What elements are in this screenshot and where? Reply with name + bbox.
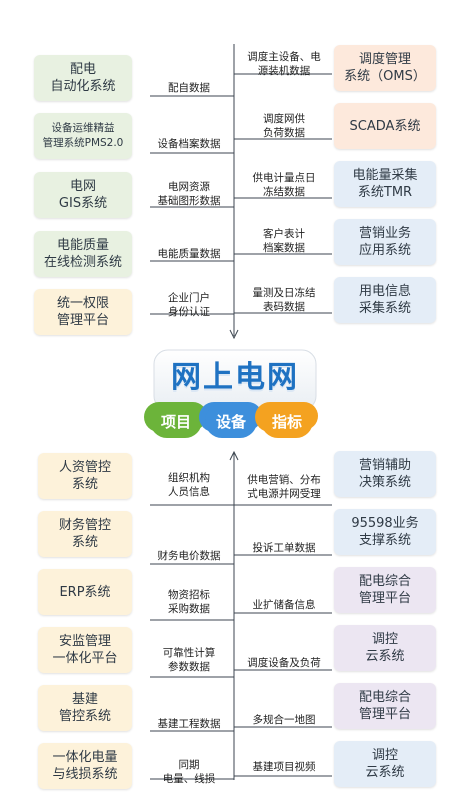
flow-label: 组织机构 人员信息 [168, 472, 210, 498]
flow-label: 量测及日冻结 表码数据 [252, 287, 316, 313]
system-box-scada[interactable]: SCADA系统 [334, 103, 436, 149]
system-box-line-loss[interactable]: 一体化电量 与线损系统 [38, 743, 132, 789]
system-box-safety[interactable]: 安监管理 一体化平台 [38, 627, 132, 673]
tag-label: 设备 [215, 412, 246, 431]
flow-label: 调度主设备、电 源装机数据 [247, 51, 321, 77]
flow-label: 配自数据 [168, 82, 210, 94]
tag-cloud-project: 项目 [150, 404, 202, 438]
system-box-tmr[interactable]: 电能量采集 系统TMR [334, 161, 436, 207]
tag-label: 指标 [271, 412, 302, 431]
flow-label: 投诉工单数据 [252, 542, 316, 554]
system-box-distribution-mgmt[interactable]: 配电综合 管理平台 [334, 567, 436, 613]
system-label: 95598业务 支撑系统 [351, 516, 419, 548]
system-label: 配电 自动化系统 [50, 62, 116, 94]
system-box-distribution-mgmt-2[interactable]: 配电综合 管理平台 [334, 683, 436, 729]
system-box-unified-auth[interactable]: 统一权限 管理平台 [34, 289, 132, 335]
system-box-marketing-decision[interactable]: 营销辅助 决策系统 [334, 451, 436, 497]
tag-label: 项目 [160, 412, 191, 431]
flow-label: 财务电价数据 [157, 550, 221, 562]
flow-label: 供电营销、分布 式电源并网受理 [247, 474, 321, 500]
flow-label: 基建项目视频 [252, 761, 316, 773]
system-box-usage-info[interactable]: 用电信息 采集系统 [334, 277, 436, 323]
flow-label: 客户表计 档案数据 [263, 228, 305, 254]
system-box-gis[interactable]: 电网 GIS系统 [34, 172, 132, 218]
flow-label: 多规合一地图 [252, 714, 316, 726]
system-label: 电能量采集 系统TMR [352, 168, 418, 200]
flow-label: 基建工程数据 [157, 718, 221, 730]
flow-label: 电网资源 基础图形数据 [157, 181, 221, 207]
system-label: 人资管控 系统 [58, 460, 111, 492]
system-label: 基建 管控系统 [58, 692, 111, 724]
system-box-95598[interactable]: 95598业务 支撑系统 [334, 509, 436, 555]
system-label: 电网 GIS系统 [58, 179, 108, 211]
system-label: 配电综合 管理平台 [358, 690, 411, 722]
system-label: 营销业务 应用系统 [358, 226, 411, 258]
flow-label: 调度设备及负荷 [247, 657, 321, 669]
system-box-dispatch-cloud[interactable]: 调控 云系统 [334, 625, 436, 671]
system-label: 电能质量 在线检测系统 [43, 238, 122, 270]
flow-label: 可靠性计算 参数数据 [162, 647, 216, 673]
flow-label: 调度网供 负荷数据 [263, 113, 305, 139]
flow-label: 企业门户 身份认证 [168, 292, 210, 318]
system-box-hr[interactable]: 人资管控 系统 [38, 453, 132, 499]
flow-label: 供电计量点日 冻结数据 [252, 172, 316, 198]
system-label: 调控 云系统 [365, 632, 405, 664]
system-box-power-quality[interactable]: 电能质量 在线检测系统 [34, 231, 132, 277]
system-label: ERP系统 [59, 584, 111, 600]
system-box-erp[interactable]: ERP系统 [38, 569, 132, 615]
system-box-dms[interactable]: 配电 自动化系统 [34, 55, 132, 101]
system-label: 用电信息 采集系统 [358, 284, 411, 316]
tag-cloud-indicator: 指标 [261, 404, 313, 438]
system-box-oms[interactable]: 调度管理 系统（OMS） [334, 45, 436, 91]
system-box-dispatch-cloud-2[interactable]: 调控 云系统 [334, 741, 436, 787]
system-label: 安监管理 一体化平台 [52, 634, 118, 666]
system-label: 调度管理 系统（OMS） [344, 52, 426, 84]
system-box-marketing[interactable]: 营销业务 应用系统 [334, 219, 436, 265]
flow-label: 同期 电量、线损 [162, 759, 216, 785]
flow-label: 业扩储备信息 [252, 599, 316, 611]
system-label: 调控 云系统 [365, 748, 405, 780]
tag-cloud-equipment: 设备 [205, 404, 257, 438]
flow-label: 物资招标 采购数据 [168, 589, 210, 615]
system-label: 配电综合 管理平台 [358, 574, 411, 606]
system-label: 营销辅助 决策系统 [358, 458, 411, 490]
system-label: 财务管控 系统 [58, 518, 111, 550]
system-label: 统一权限 管理平台 [56, 296, 109, 328]
center-title: 网上电网 [171, 360, 299, 395]
system-label: SCADA系统 [349, 118, 421, 134]
system-box-infrastructure[interactable]: 基建 管控系统 [38, 685, 132, 731]
flow-label: 设备档案数据 [157, 138, 221, 150]
arrow-up-icon [229, 450, 239, 461]
system-label: 设备运维精益 管理系统PMS2.0 [42, 122, 124, 149]
system-box-pms[interactable]: 设备运维精益 管理系统PMS2.0 [34, 113, 132, 159]
system-label: 一体化电量 与线损系统 [52, 750, 118, 782]
system-box-finance[interactable]: 财务管控 系统 [38, 511, 132, 557]
flow-label: 电能质量数据 [157, 248, 221, 260]
arrow-down-icon [229, 329, 239, 340]
